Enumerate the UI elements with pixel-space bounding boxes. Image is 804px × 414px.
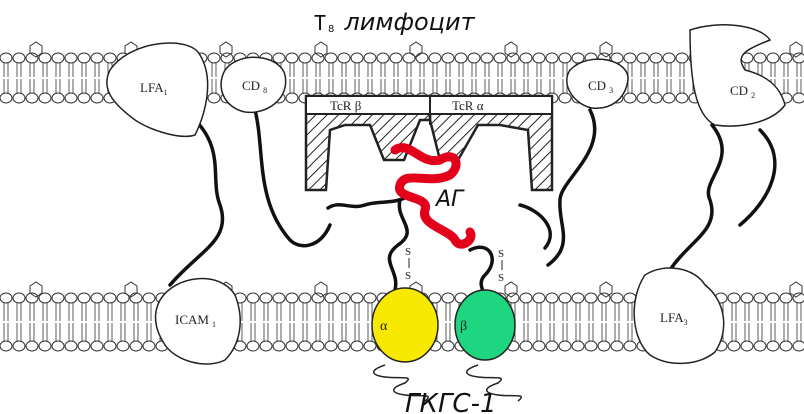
- mhc-class1-label: ГКГС-1: [405, 389, 497, 414]
- connector-chains: [168, 108, 777, 302]
- tcr-beta-label: TcR β: [330, 98, 362, 113]
- lfa1-icam1-linker: [168, 118, 225, 287]
- lfa1-label: LFA1: [140, 80, 168, 97]
- mhc-beta-domain: [454, 289, 516, 361]
- cd8-mhc-link: [326, 193, 412, 210]
- tcr-alpha-label: TcR α: [452, 98, 484, 113]
- tcr-complex: TcR β TcR α: [304, 94, 554, 192]
- lfa3-label: LFA3: [660, 310, 688, 327]
- tcr-alpha-chain: [428, 94, 554, 192]
- mhc-alpha-domain: [371, 287, 439, 363]
- cd2-receptor: [689, 24, 786, 127]
- antigen-label: АГ: [434, 187, 465, 212]
- mhc-transmembrane-coils: [373, 364, 522, 402]
- cd3-receptor: [566, 58, 629, 109]
- cd3-tail: [518, 203, 552, 250]
- disulfide-beta-bottom: S: [498, 272, 504, 284]
- lfa1-receptor: [106, 42, 209, 138]
- disulfide-alpha-top: S: [405, 246, 411, 258]
- cd3-chain: [546, 108, 597, 267]
- lfa3-receptor: [633, 267, 725, 365]
- antigen-peptide: [390, 143, 476, 249]
- cd2-lfa3-linker: [668, 123, 724, 272]
- disulfide-alpha-bottom: S: [405, 270, 411, 282]
- disulfide-beta-top: S: [498, 248, 504, 260]
- mhc-alpha-stalk: [387, 198, 409, 292]
- mhc-alpha-label: α: [380, 319, 388, 334]
- cd2-side-tail: [738, 128, 777, 227]
- icam1-receptor: [154, 277, 241, 365]
- cd8-chain: [253, 108, 332, 248]
- cd8-receptor: [220, 56, 287, 114]
- mhc-beta-label: β: [460, 319, 467, 334]
